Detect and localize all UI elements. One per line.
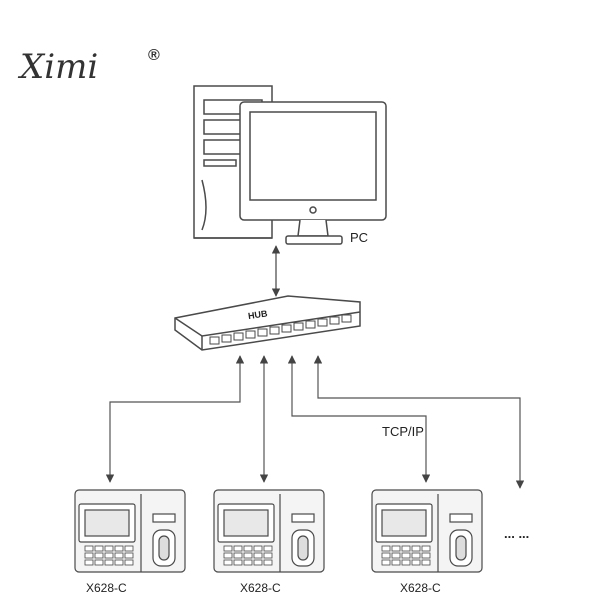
hub-icon	[174, 295, 361, 351]
fingerprint-terminal-icon	[213, 489, 325, 573]
device-2-label: X628-C	[240, 581, 281, 595]
monitor-icon	[239, 101, 387, 245]
fingerprint-terminal-icon	[74, 489, 186, 573]
device-1-label: X628-C	[86, 581, 127, 595]
registered-mark: ®	[148, 47, 160, 64]
brand-logo-text: Ximi	[17, 47, 98, 87]
device-3-label: X628-C	[400, 581, 441, 595]
connection-more	[313, 355, 525, 489]
connection-device-1	[105, 355, 245, 483]
pc-label: PC	[350, 230, 368, 245]
more-devices-label: ... ...	[504, 526, 529, 541]
brand-logo: Ximi ®	[17, 47, 160, 87]
tcp-ip-label: TCP/IP	[382, 424, 424, 439]
device-connections	[105, 355, 525, 489]
connection-device-3	[287, 355, 431, 483]
hub-label: HUB	[247, 308, 268, 321]
fingerprint-terminal-icon	[371, 489, 483, 573]
